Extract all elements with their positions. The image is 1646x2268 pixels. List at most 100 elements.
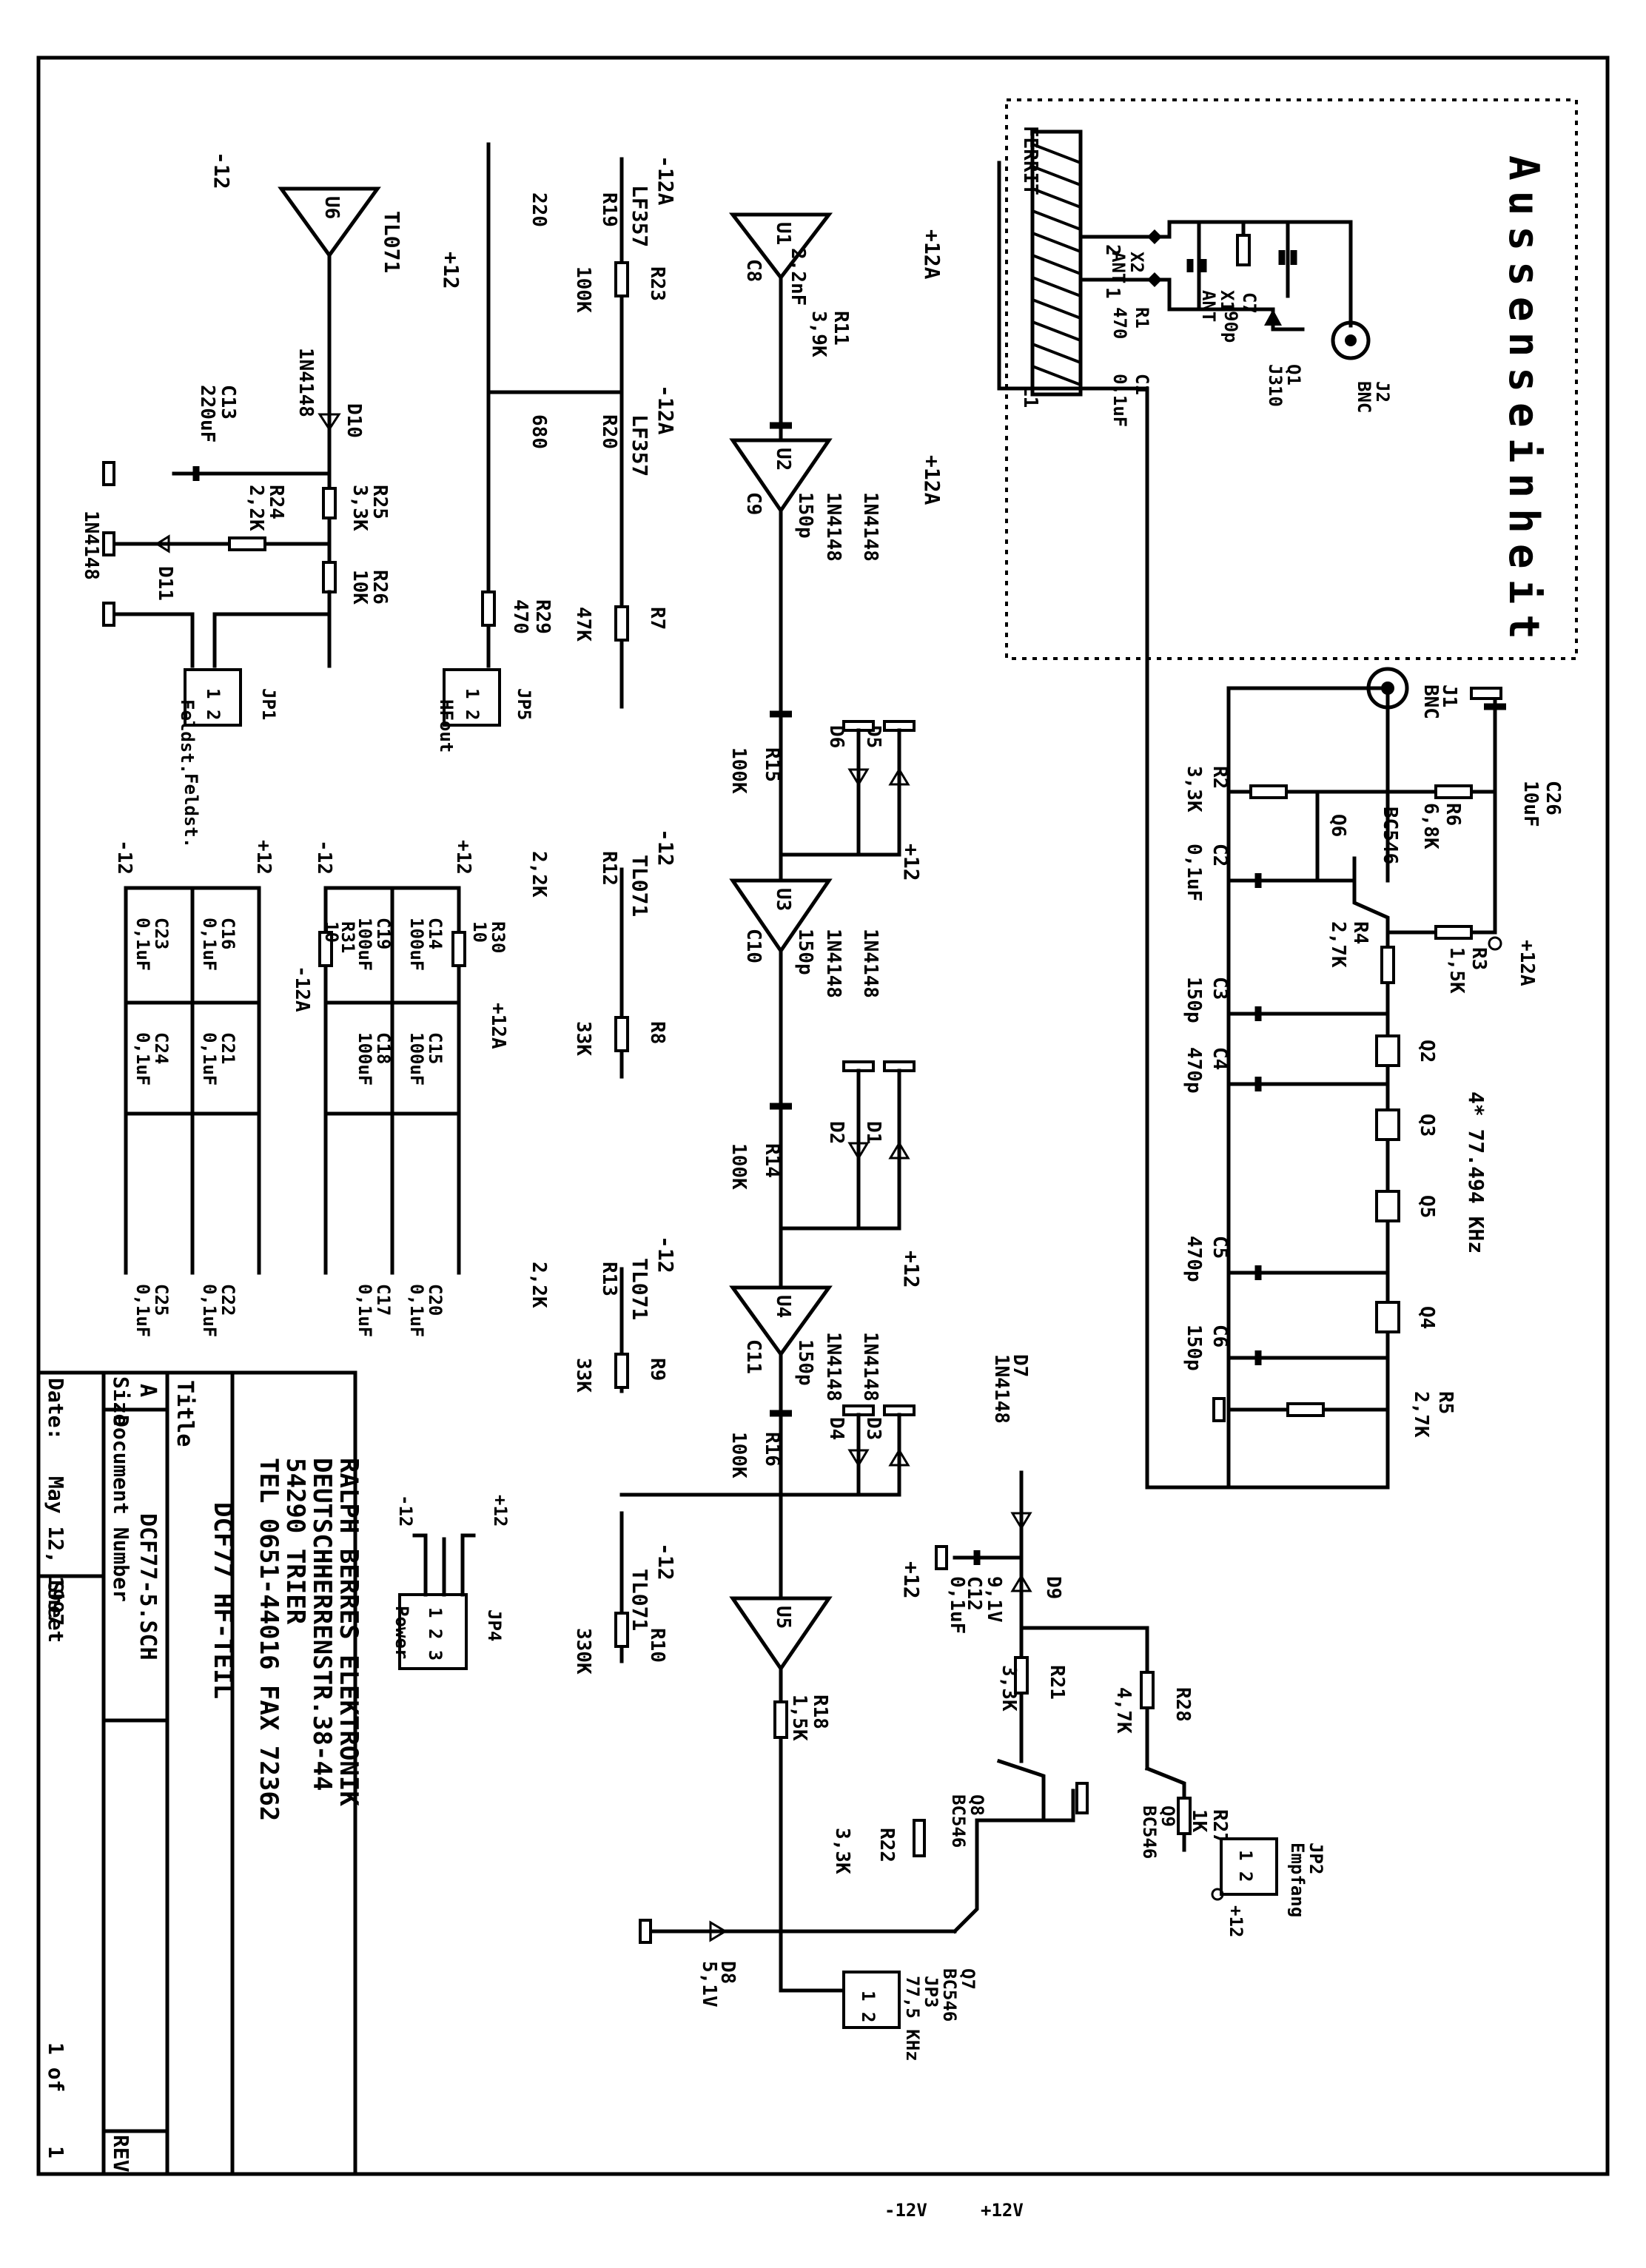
c16-ref: C16 <box>218 918 238 949</box>
d4-ref: D4 <box>825 1417 847 1440</box>
aussen-module: Aussenseinheit FERRIT L1 2 1 X2 ANT X1 A… <box>1005 98 1578 660</box>
c2-ref: C2 <box>1209 844 1231 867</box>
ferrit-label: FERRIT <box>1019 126 1041 195</box>
r3-value: 1,5K <box>1445 947 1468 994</box>
r18-ref: R18 <box>809 1695 831 1729</box>
q4-ref: Q4 <box>1416 1306 1438 1329</box>
r18-value: 1,5K <box>788 1695 810 1741</box>
d4-type: 1N4148 <box>822 1332 844 1401</box>
r11-value: 3,9K <box>807 311 830 357</box>
c5-ref: C5 <box>1209 1236 1231 1259</box>
d1-type: 1N4148 <box>859 929 881 998</box>
jp1-connector[interactable] <box>184 668 242 727</box>
x2-value: ANT <box>1108 252 1129 283</box>
aussen-label: Aussenseinheit <box>1499 155 1548 650</box>
fieldstrength-section: D10 1N4148 C13 220uF R25 3,3K R24 2,2K D… <box>80 142 624 774</box>
jp4-pins: 1 2 3 <box>425 1607 446 1660</box>
opamp-u6 <box>278 186 381 259</box>
d11-value: 1N4148 <box>80 511 102 580</box>
opamp-u1 <box>728 212 833 281</box>
jp4-p12: +12 <box>490 1495 511 1527</box>
d2-ref: D2 <box>825 1121 847 1144</box>
c21-ref: C21 <box>218 1032 238 1064</box>
c5-value: 470p <box>1183 1236 1205 1282</box>
feldst-label: Feldst. <box>181 773 201 848</box>
c23-value: 0,1uF <box>132 918 153 971</box>
q6-value: BC546 <box>1379 807 1401 864</box>
r30-value: 10 <box>469 921 490 943</box>
c18-ref: C18 <box>373 1032 394 1064</box>
date-label: Date: <box>44 1378 68 1440</box>
c26-ref: C26 <box>1542 781 1564 815</box>
d10-ref: D10 <box>343 403 365 438</box>
c20-value: 0,1uF <box>406 1284 427 1337</box>
r31-ref: R31 <box>337 921 358 953</box>
c10-ref: C10 <box>742 929 765 963</box>
c18-value: 100uF <box>355 1032 375 1086</box>
u5-neg-supply: -12 <box>654 1543 678 1581</box>
d9-ref: D9 <box>1042 1576 1064 1599</box>
decoupling-m12a: -12A <box>291 966 313 1012</box>
r28-ref: R28 <box>1172 1687 1194 1722</box>
r13-value: 2,2K <box>528 1262 550 1308</box>
c9-value: 150p <box>794 492 816 539</box>
r2-ref: R2 <box>1209 766 1231 789</box>
r25-ref: R25 <box>369 485 391 519</box>
d7-value: 1N4148 <box>990 1354 1012 1424</box>
jp4-connector[interactable] <box>398 1593 468 1670</box>
crystal-note: 4* 77.494 KHz <box>1464 1091 1488 1254</box>
r20-value: 680 <box>528 414 550 449</box>
c1-ref: C1 <box>1132 374 1152 395</box>
r8-ref: R8 <box>646 1021 668 1044</box>
r26-ref: R26 <box>369 570 391 605</box>
jp5-connector[interactable] <box>443 668 501 727</box>
jp3-pins: 1 2 <box>858 1991 879 2022</box>
jp5-ref: JP5 <box>514 688 534 720</box>
r2-value: 3,3K <box>1183 766 1205 812</box>
company-line-2: DEUTSCHHERRENSTR.38-44 <box>307 1458 337 1791</box>
c12-value: 0,1uF <box>946 1576 968 1634</box>
c1-value: 0,1uF <box>1109 374 1130 427</box>
c3-value: 150p <box>1183 977 1205 1023</box>
q8-ref: Q8 <box>967 1794 987 1816</box>
r6-ref: R6 <box>1442 803 1464 826</box>
jp2-ref: JP2 <box>1306 1843 1326 1874</box>
l1-pin2: 2 <box>1101 244 1123 256</box>
jp2-connector[interactable] <box>1220 1837 1278 1896</box>
supply-12a-filter: +12A <box>1516 940 1538 986</box>
handwritten-notes: -12V +12V <box>884 2200 1024 2221</box>
r4-ref: R4 <box>1349 921 1371 944</box>
docnum-value: DCF77-5.SCH <box>135 1513 161 1660</box>
r16-ref: R16 <box>761 1432 783 1467</box>
r25-value: 3,3K <box>349 485 371 531</box>
c15-ref: C15 <box>425 1032 446 1064</box>
r12-value: 2,2K <box>528 851 550 898</box>
c8-value: 2,2nF <box>787 248 809 306</box>
sheet-border <box>36 55 1610 2176</box>
c11-ref: C11 <box>742 1339 765 1374</box>
r21-ref: R21 <box>1046 1665 1068 1700</box>
u1-ref: U1 <box>772 222 794 245</box>
r1-value: 470 <box>1109 307 1130 339</box>
c9-ref: C9 <box>742 492 765 515</box>
q2-ref: Q2 <box>1416 1040 1438 1063</box>
sheet-label: Sheet <box>44 1581 68 1643</box>
u3-pos-supply: +12 <box>899 844 924 881</box>
opamp-stages: U1 LF357 -12A +12A U2 LF357 -12A +12A U3… <box>209 152 944 1934</box>
company-line-3: 54290 TRIER <box>281 1458 310 1625</box>
handwritten-plus12v: +12V <box>981 2200 1024 2221</box>
d2-type: 1N4148 <box>822 929 844 998</box>
d5-type: 1N4148 <box>859 492 881 562</box>
handwritten-minus12v: -12V <box>884 2200 927 2221</box>
q9-ref: Q9 <box>1158 1806 1178 1827</box>
r6-value: 6,8K <box>1420 803 1442 849</box>
u5-type: TL071 <box>628 1569 652 1631</box>
d9-value: 9,1V <box>983 1576 1005 1623</box>
c10-value: 150p <box>794 929 816 975</box>
d1-ref: D1 <box>862 1121 884 1144</box>
c17-ref: C17 <box>373 1284 394 1316</box>
r31-value: 10 <box>321 921 342 943</box>
r21-value: 3,3K <box>998 1665 1020 1712</box>
jp3-connector[interactable] <box>842 1971 901 2029</box>
